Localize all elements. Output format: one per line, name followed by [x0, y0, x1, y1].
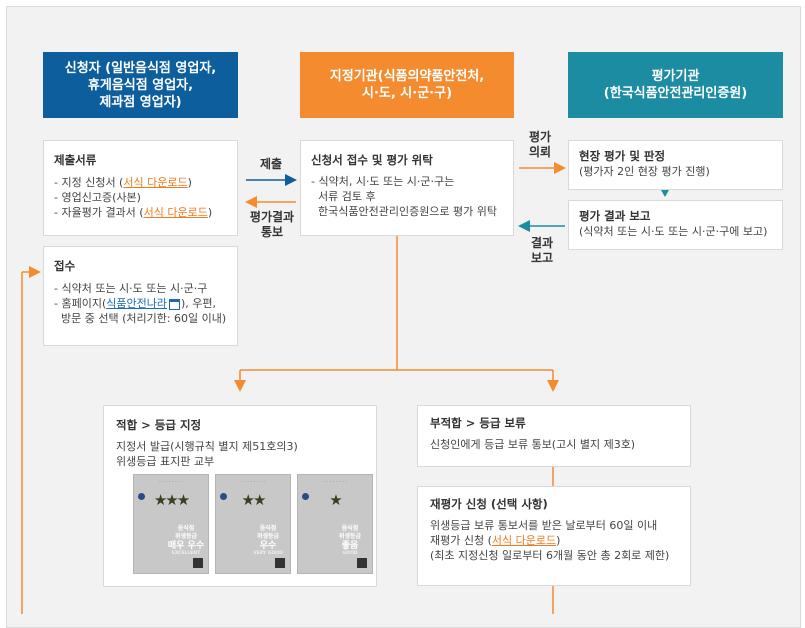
label-result-notice: 평가결과 통보: [249, 210, 295, 239]
self-evaluation-form-download-link[interactable]: 서식 다운로드: [143, 206, 208, 219]
onsite-eval-box: 현장 평가 및 판정 (평가자 2인 현장 평가 진행): [568, 140, 783, 190]
label-submit: 제출: [259, 157, 283, 171]
food-safety-korea-link[interactable]: 식품안전나라: [106, 297, 167, 310]
fail-hold-box: 부적합 > 등급 보류 신청인에게 등급 보류 통보(고시 별지 제3호): [417, 405, 691, 467]
seal-icon: [138, 493, 145, 500]
arrow-onsite-to-report: [661, 190, 669, 197]
reevaluation-box: 재평가 신청 (선택 사항) 위생등급 보류 통보서를 받은 날로부터 60일 …: [417, 486, 691, 586]
external-link-icon: [168, 298, 180, 310]
result-report-box: 평가 결과 보고 (식약처 또는 시·도 또는 시·군·구에 보고): [568, 200, 783, 250]
fail-hold-title: 부적합 > 등급 보류: [430, 416, 526, 430]
qr-code-icon: [275, 558, 285, 568]
receipt-box: 접수 - 식약처 또는 시·도 또는 시·군·구 - 홈페이지(식품안전나라),…: [43, 246, 238, 346]
header-applicant: 신청자 (일반음식점 영업자, 휴게음식점 영업자, 제과점 영업자): [43, 52, 238, 118]
star-icon: ★★: [241, 491, 267, 509]
receipt-title: 접수: [54, 259, 76, 273]
seal-icon: [220, 493, 227, 500]
pass-grade-title: 적합 > 등급 지정: [116, 418, 202, 432]
qr-code-icon: [357, 558, 367, 568]
documents-title: 제출서류: [54, 153, 97, 167]
header-evaluator: 평가기관 (한국식품안전관리인증원): [568, 52, 783, 118]
documents-box: 제출서류 - 지정 신청서 (서식 다운로드) - 영업신고증(사본) - 자율…: [43, 140, 238, 236]
label-eval-request: 평가 의뢰: [528, 130, 552, 159]
result-report-title: 평가 결과 보고: [579, 209, 651, 223]
qr-code-icon: [193, 558, 203, 568]
star-icon: ★★★: [153, 491, 190, 509]
reevaluation-form-download-link[interactable]: 서식 다운로드: [491, 534, 557, 547]
review-box: 신청서 접수 및 평가 위탁 - 식약처, 시·도 또는 시·군·구는 서류 검…: [300, 140, 514, 236]
flow-connectors: [21, 162, 669, 614]
application-form-download-link[interactable]: 서식 다운로드: [123, 176, 188, 189]
header-designator: 지정기관(식품의약품안전처, 시·도, 시·군·구): [300, 52, 514, 118]
reevaluation-title: 재평가 신청 (선택 사항): [430, 497, 548, 511]
seal-icon: [302, 493, 309, 500]
review-title: 신청서 접수 및 평가 위탁: [311, 153, 433, 167]
star-icon: ★: [329, 491, 342, 509]
label-result-report: 결과 보고: [530, 236, 554, 265]
onsite-eval-title: 현장 평가 및 판정: [579, 149, 666, 163]
